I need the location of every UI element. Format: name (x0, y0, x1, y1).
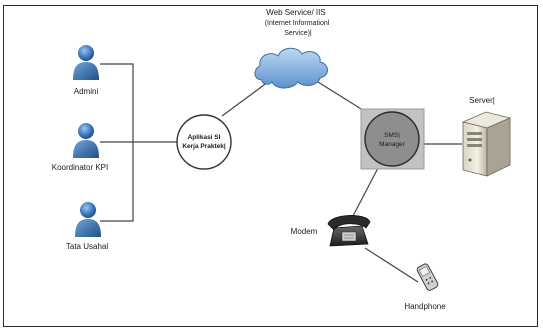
sms-node-label-line2: Manager (379, 141, 405, 148)
connections (100, 63, 462, 283)
server-label: Server| (469, 96, 495, 105)
app-node-label-line2: Kerja Praktek| (182, 143, 226, 150)
cloud-label-line2: (Internet Informationl (265, 20, 330, 27)
actor-label-admin: Admini (74, 87, 99, 96)
modem-label: Modem (291, 227, 318, 236)
actor-label-koordinator: Koordinator KPI (52, 163, 108, 172)
user-icon-tata-usaha (75, 202, 101, 237)
user-icon-admin (73, 45, 99, 80)
mobile-phone-icon (416, 263, 439, 291)
telephone-icon (327, 215, 371, 247)
connector-cloud-to-sms (317, 81, 367, 113)
cloud-label-line3: Service)| (284, 30, 312, 37)
sms-manager-node: SMS| Manager (360, 108, 425, 170)
connector-app-to-cloud (221, 81, 269, 117)
diagram-frame (3, 5, 538, 327)
user-icon-koordinator (73, 123, 99, 158)
actor-label-tata-usaha: Tata Usahal (66, 242, 108, 251)
app-node: Aplikasi SI Kerja Praktek| (176, 114, 232, 170)
sms-node-label-line1: SMS| (384, 132, 400, 139)
connector-sms-to-modem (352, 167, 379, 217)
app-node-label-line1: Aplikasi SI (188, 134, 221, 141)
connector-modem-to-handphone (364, 247, 419, 283)
handphone-label: Handphone (404, 302, 446, 311)
cloud-label-line1: Web Service/ IIS (266, 8, 325, 17)
cloud-icon (254, 47, 328, 89)
server-icon (461, 111, 512, 177)
